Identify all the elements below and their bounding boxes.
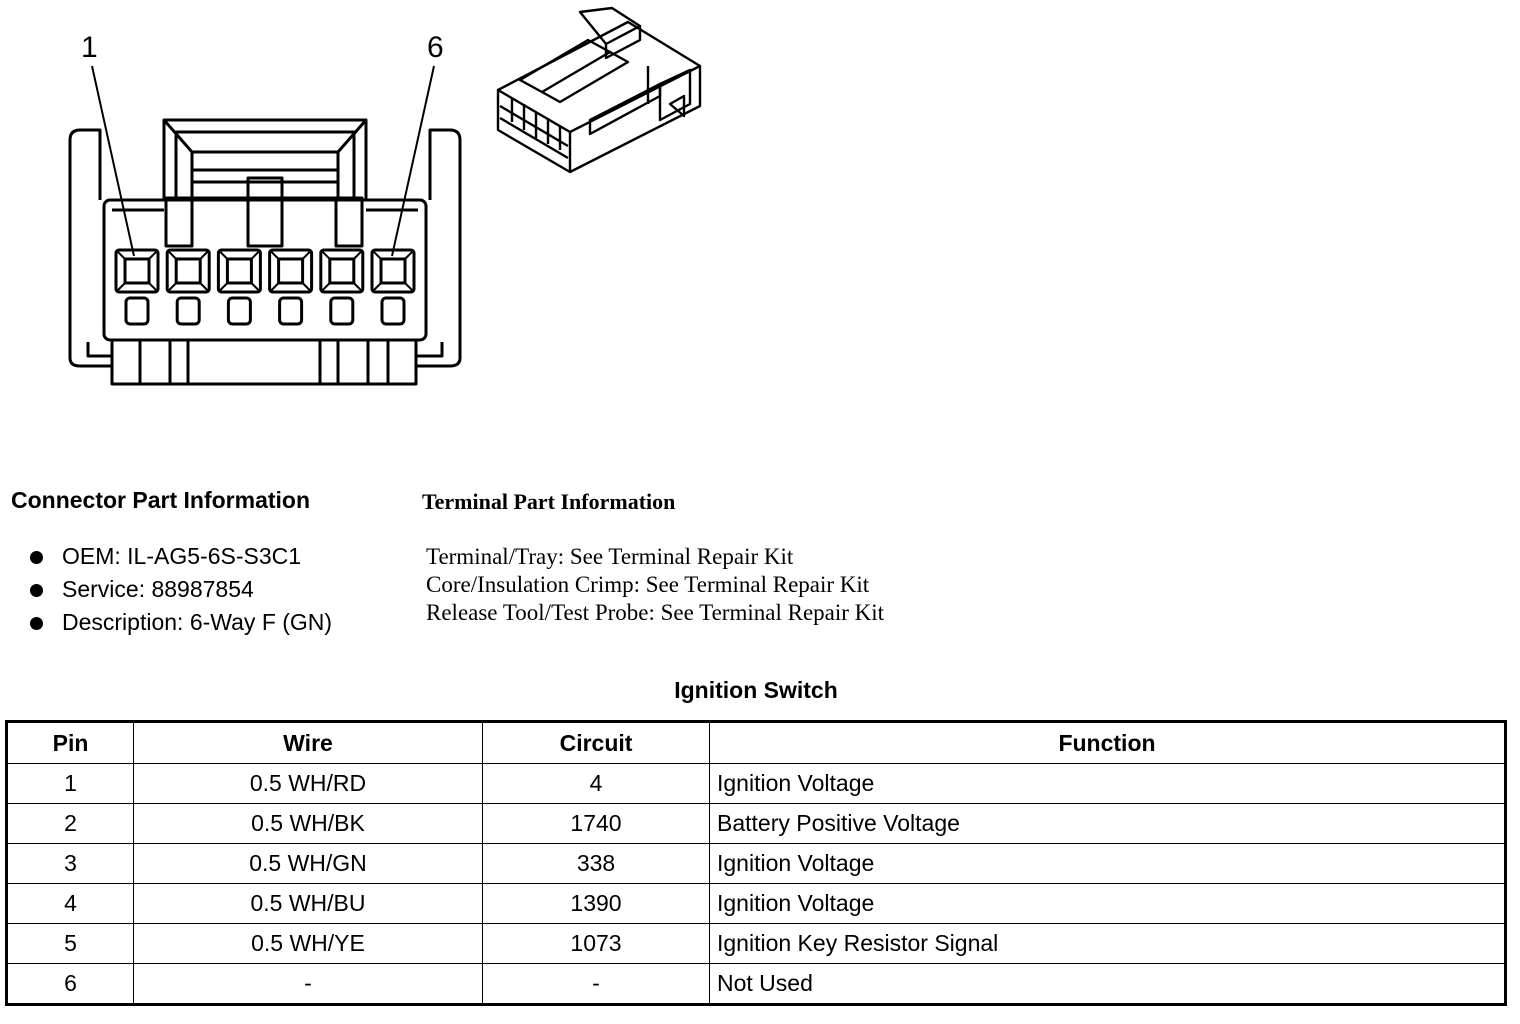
terminal-info-item: Terminal/Tray: See Terminal Repair Kit: [426, 544, 794, 569]
cell-function: Ignition Key Resistor Signal: [709, 923, 1506, 964]
latch-tab-right: [334, 196, 364, 248]
table-row: 4 0.5 WH/BU 1390 Ignition Voltage: [6, 883, 1506, 924]
cell-function: Battery Positive Voltage: [709, 803, 1506, 844]
cell-wire: 0.5 WH/BU: [133, 883, 483, 924]
pin-cavity: [216, 248, 262, 326]
pin-cavity: [319, 248, 365, 326]
cell-pin: 2: [6, 803, 134, 844]
header-pin: Pin: [6, 721, 134, 764]
cell-pin: 5: [6, 923, 134, 964]
terminal-part-information: Terminal Part Information Terminal/Tray:…: [422, 488, 982, 627]
bullet-icon: [30, 551, 43, 564]
connector-base: [110, 338, 418, 386]
table-row: 2 0.5 WH/BK 1740 Battery Positive Voltag…: [6, 803, 1506, 844]
cell-wire: 0.5 WH/GN: [133, 843, 483, 884]
callout-leader-1: [91, 65, 135, 257]
callout-pin-1: 1: [81, 31, 98, 64]
connector-3d-view: [496, 6, 702, 174]
connector-face-drawing: [68, 6, 702, 386]
cell-wire: 0.5 WH/BK: [133, 803, 483, 844]
table-row: 6 - - Not Used: [6, 963, 1506, 1005]
left-flange-inner: [86, 342, 112, 358]
connector-diagram: 1 6: [0, 0, 760, 420]
pin-cavity-row: [114, 248, 416, 326]
latch-tab-center: [246, 176, 284, 248]
cell-pin: 3: [6, 843, 134, 884]
pin-lock-window: [175, 296, 201, 326]
cell-circuit: 1073: [482, 923, 710, 964]
cell-wire: 0.5 WH/YE: [133, 923, 483, 964]
terminal-info-item: Release Tool/Test Probe: See Terminal Re…: [426, 600, 885, 625]
callout-pin-6: 6: [427, 31, 444, 64]
cell-function: Ignition Voltage: [709, 843, 1506, 884]
terminal-info-item: Core/Insulation Crimp: See Terminal Repa…: [426, 572, 870, 597]
pin-cavity: [165, 248, 211, 326]
pin-lock-window: [278, 296, 304, 326]
connector-body: [102, 198, 428, 342]
table-title: Ignition Switch: [674, 677, 838, 703]
pin-cavity: [370, 248, 416, 326]
latch-tab-left: [164, 196, 194, 248]
cell-wire: 0.5 WH/RD: [133, 763, 483, 804]
cell-circuit: -: [482, 963, 710, 1005]
cell-wire: -: [133, 963, 483, 1005]
cell-function: Not Used: [709, 963, 1506, 1005]
connector-info-list: OEM: IL-AG5-6S-S3C1 Service: 88987854 De…: [11, 540, 411, 639]
pinout-table: Pin Wire Circuit Function 1 0.5 WH/RD 4 …: [5, 720, 1507, 1006]
pin-lock-window: [329, 296, 355, 326]
header-circuit: Circuit: [482, 721, 710, 764]
callout-leader-6: [391, 65, 435, 257]
right-flange-inner: [416, 342, 444, 358]
cell-pin: 4: [6, 883, 134, 924]
connector-info-item: Service: 88987854: [11, 573, 411, 606]
bullet-icon: [30, 617, 43, 630]
cell-function: Ignition Voltage: [709, 883, 1506, 924]
table-row: 3 0.5 WH/GN 338 Ignition Voltage: [6, 843, 1506, 884]
table-header-row: Pin Wire Circuit Function: [6, 721, 1506, 764]
cell-pin: 6: [6, 963, 134, 1005]
connector-info-heading: Connector Part Information: [11, 487, 311, 513]
connector-info-item: Description: 6-Way F (GN): [11, 606, 411, 639]
pin-lock-window: [380, 296, 406, 326]
left-wing-outline: [68, 128, 102, 342]
pin-cavity: [114, 248, 160, 326]
left-flange: [68, 342, 112, 368]
cell-circuit: 1390: [482, 883, 710, 924]
pin-lock-window: [124, 296, 150, 326]
table-row: 1 0.5 WH/RD 4 Ignition Voltage: [6, 763, 1506, 804]
cell-function: Ignition Voltage: [709, 763, 1506, 804]
cell-pin: 1: [6, 763, 134, 804]
terminal-info-list: Terminal/Tray: See Terminal Repair Kit C…: [422, 543, 982, 627]
terminal-info-heading: Terminal Part Information: [422, 489, 676, 514]
header-function: Function: [709, 721, 1506, 764]
right-wing-outline: [428, 128, 462, 342]
pin-cavity: [268, 248, 314, 326]
cell-circuit: 4: [482, 763, 710, 804]
pin-lock-window: [226, 296, 252, 326]
latch-outline: [162, 118, 368, 200]
table-row: 5 0.5 WH/YE 1073 Ignition Key Resistor S…: [6, 923, 1506, 964]
cell-circuit: 1740: [482, 803, 710, 844]
header-wire: Wire: [133, 721, 483, 764]
right-flange: [416, 342, 462, 368]
bullet-icon: [30, 584, 43, 597]
connector-part-information: Connector Part Information OEM: IL-AG5-6…: [11, 486, 411, 639]
cell-circuit: 338: [482, 843, 710, 884]
connector-info-item: OEM: IL-AG5-6S-S3C1: [11, 540, 411, 573]
